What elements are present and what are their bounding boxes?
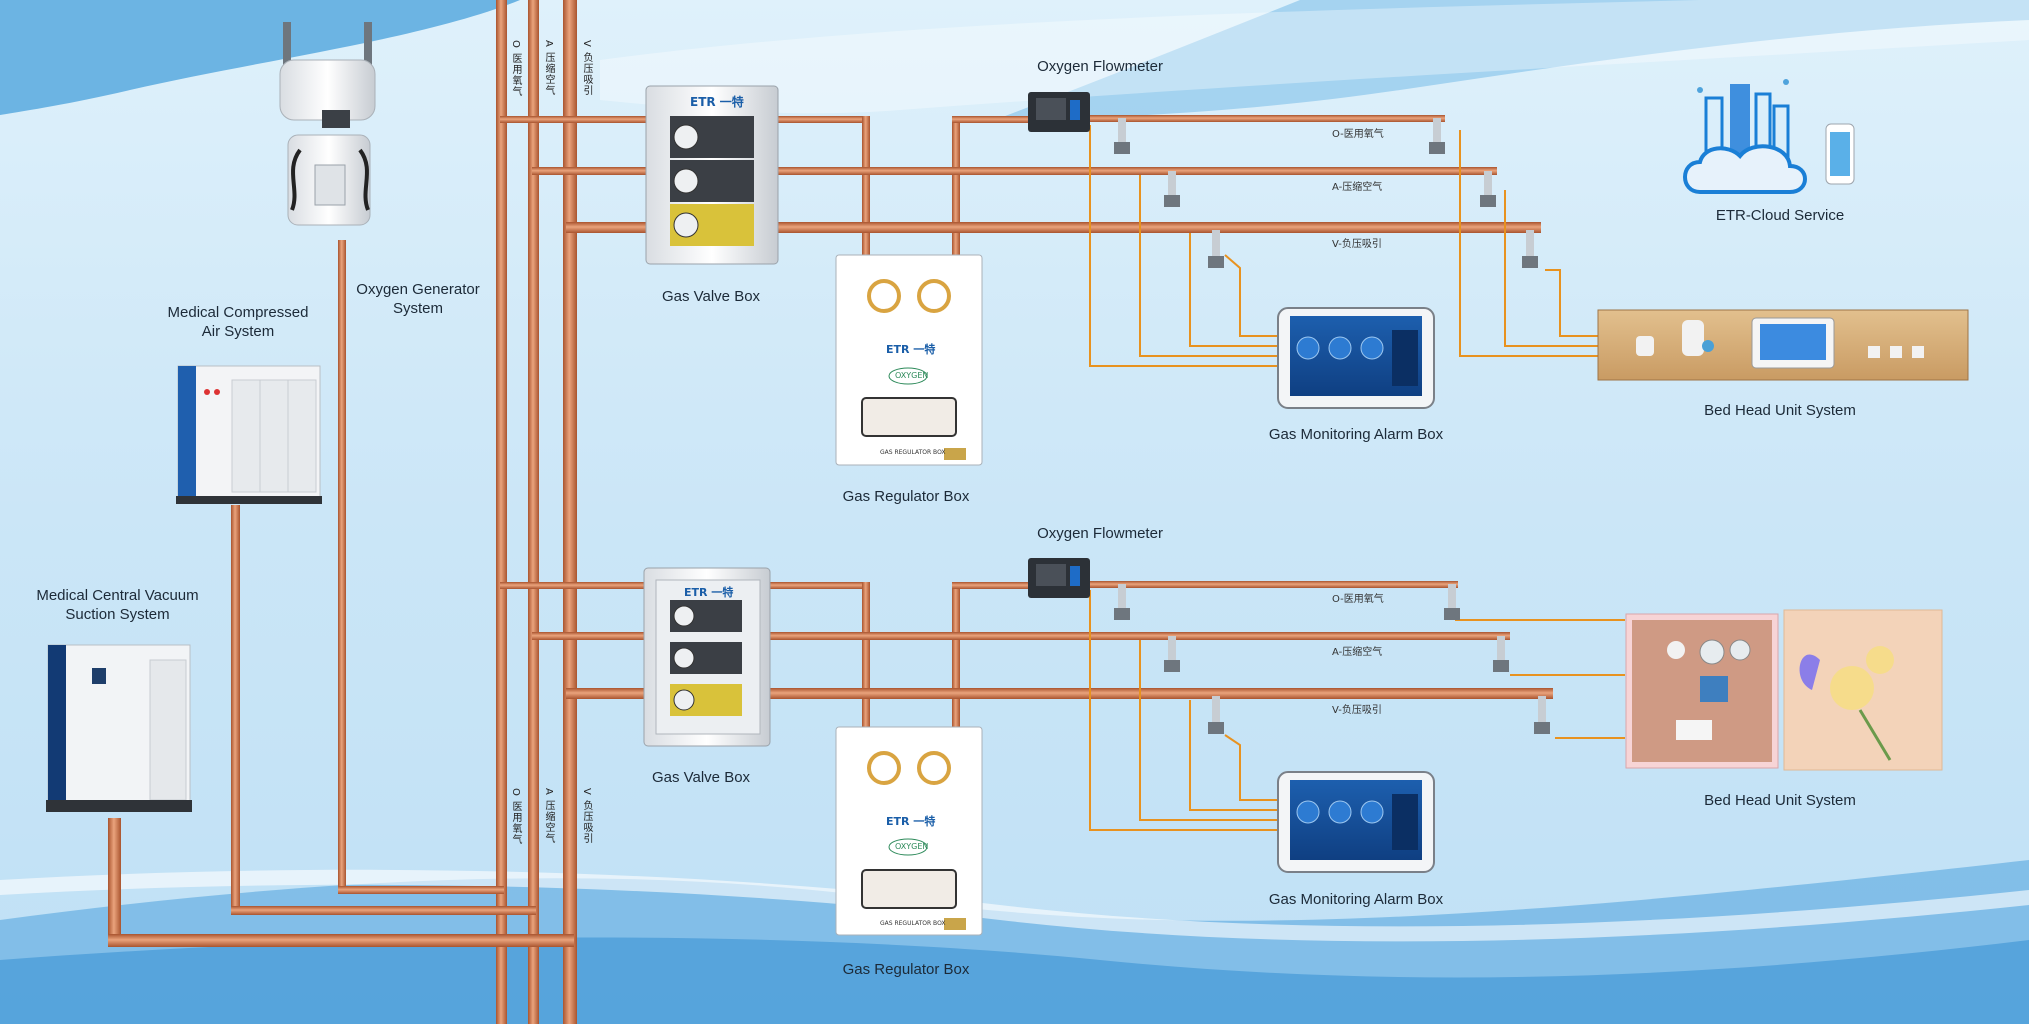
brand-text-valve-lower: ETR 一特 (684, 586, 734, 599)
signal-wires-upper (1089, 125, 1600, 367)
label-cloud-service: ETR-Cloud Service (1715, 207, 1845, 224)
background-wave-top-right (1000, 0, 2029, 119)
gas-valve-box-lower (643, 567, 771, 747)
label-gas-valve-box-lower: Gas Valve Box (651, 769, 751, 786)
bed-head-unit-upper (1597, 309, 1969, 381)
regulator-caption-lower: GAS REGULATOR BOX (880, 920, 946, 927)
oxygen-text-lower: OXYGEN (895, 842, 929, 851)
riser-label-v-top: V 负压吸引 (581, 40, 592, 97)
pipe-upper-a-main (532, 167, 1497, 175)
vacuum-unit (46, 644, 192, 812)
gas-regulator-box-upper (835, 254, 983, 466)
pipe-lower-v-main (566, 688, 1553, 699)
bed-head-unit-lower (1625, 609, 1943, 771)
label-medical-air: Medical Compressed Air System (167, 304, 309, 340)
label-bed-head-upper: Bed Head Unit System (1704, 402, 1856, 419)
pipe-label-v-upper: V-负压吸引 (1332, 239, 1382, 250)
background-wave-top-left (0, 0, 520, 115)
background-wave-band (600, 0, 2029, 114)
pipe-lower-o-riser-to-reg (862, 582, 870, 732)
label-gas-regulator-box-upper: Gas Regulator Box (842, 488, 970, 505)
label-gas-monitoring-lower: Gas Monitoring Alarm Box (1268, 891, 1444, 908)
riser-label-v-bottom: V 负压吸引 (581, 788, 592, 845)
pipe-lower-reg-to-flowmeter (952, 582, 1042, 589)
air-compressor (176, 365, 322, 504)
background-wave-white (0, 869, 2029, 942)
brand-text-regulator-lower: ETR 一特 (886, 815, 936, 828)
label-gas-valve-box-upper: Gas Valve Box (661, 288, 761, 305)
riser-vacuum (563, 0, 577, 1024)
pipe-vacuum-to-riser (108, 934, 574, 947)
signal-wires-lower (1089, 590, 1625, 831)
gas-monitoring-box-lower (1277, 771, 1435, 873)
pipe-lower-a-main (532, 632, 1510, 640)
pipe-lower-reg-up (952, 582, 960, 732)
label-gas-regulator-box-lower: Gas Regulator Box (842, 961, 970, 978)
pipe-label-o-upper: O-医用氧气 (1332, 129, 1384, 140)
riser-label-a-bottom: A 压缩空气 (543, 788, 554, 845)
riser-label-a-top: A 压缩空气 (543, 40, 554, 97)
label-bed-head-lower: Bed Head Unit System (1704, 792, 1856, 809)
brand-text-valve-upper: ETR 一特 (690, 95, 744, 109)
pipe-upper-o-main (1080, 115, 1445, 122)
oxygen-flowmeter-lower (1028, 558, 1090, 598)
label-oxygen-flowmeter-upper: Oxygen Flowmeter (1037, 58, 1163, 75)
label-oxygen-flowmeter-lower: Oxygen Flowmeter (1037, 525, 1163, 542)
oxygen-flowmeter-upper (1028, 92, 1090, 132)
pipe-upper-reg-up (952, 116, 960, 256)
pipe-label-o-lower: O-医用氧气 (1332, 594, 1384, 605)
pipe-air-to-riser (231, 906, 536, 915)
pipe-label-v-lower: V-负压吸引 (1332, 705, 1382, 716)
pipe-label-a-lower: A-压缩空气 (1332, 647, 1383, 658)
riser-label-o-bottom: O 医用氧气 (510, 788, 521, 846)
background-wave-bottom-light (0, 937, 2029, 1024)
pipe-upper-v-main (566, 222, 1541, 233)
pipe-upper-o-riser-to-reg (862, 116, 870, 256)
regulator-caption-upper: GAS REGULATOR BOX (880, 449, 946, 456)
pipe-lower-o-main (1080, 581, 1458, 588)
pipe-oxygen-generator-down (338, 240, 346, 890)
pipe-vacuum-down (108, 818, 121, 940)
riser-oxygen (496, 0, 507, 1024)
gas-monitoring-box-upper (1277, 307, 1435, 409)
cloud-service-icon (1683, 79, 1855, 194)
gas-regulator-box-lower (835, 726, 983, 936)
oxygen-generator (279, 22, 376, 226)
outlet-nozzles (1114, 118, 1550, 734)
pipe-upper-reg-to-flowmeter (952, 116, 1042, 123)
label-gas-monitoring-upper: Gas Monitoring Alarm Box (1268, 426, 1444, 443)
pipe-oxygen-generator-to-riser (338, 886, 504, 894)
brand-text-regulator-upper: ETR 一特 (886, 343, 936, 356)
pipe-label-a-upper: A-压缩空气 (1332, 182, 1383, 193)
label-vacuum: Medical Central Vacuum Suction System (36, 587, 199, 623)
riser-air (528, 0, 539, 1024)
label-oxygen-generator: Oxygen Generator System (356, 281, 480, 317)
riser-label-o-top: O 医用氧气 (510, 40, 521, 98)
pipe-air-down (231, 505, 240, 910)
gas-valve-box-upper (645, 85, 779, 265)
oxygen-text-upper: OXYGEN (895, 371, 929, 380)
